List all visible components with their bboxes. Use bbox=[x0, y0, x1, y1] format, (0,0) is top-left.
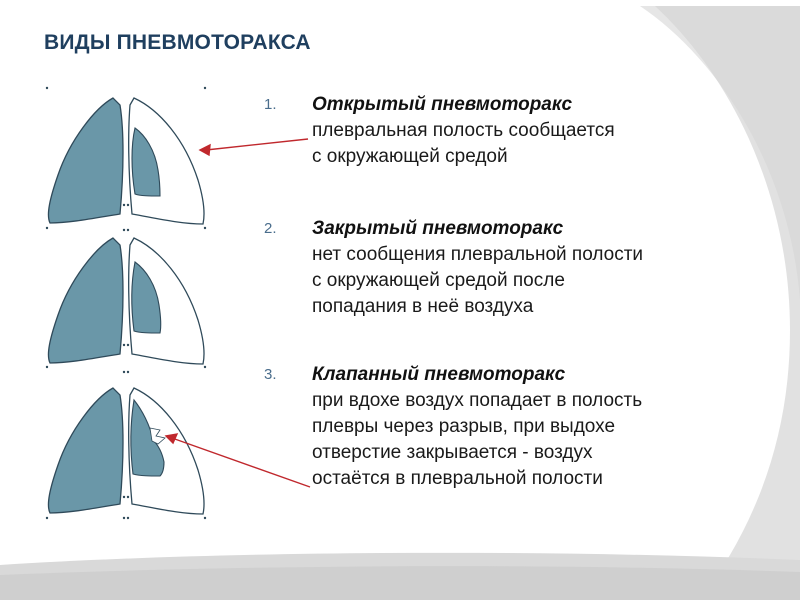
lung-diagram-closed bbox=[45, 237, 207, 374]
item-description-line: остаётся в плевральной полости bbox=[312, 468, 603, 489]
item-heading: Закрытый пневмоторакс bbox=[312, 218, 564, 239]
item-number: 2. bbox=[264, 220, 277, 237]
slide-title: ВИДЫ ПНЕВМОТОРАКСА bbox=[44, 31, 311, 54]
arrow-valve bbox=[164, 433, 311, 488]
item-description-line: нет сообщения плевральной полости bbox=[312, 244, 644, 265]
item-description-line: с окружающей средой bbox=[312, 146, 508, 167]
list-item-open: 1. Открытый пневмоторакс плевральная пол… bbox=[262, 92, 762, 170]
item-description-line: плевры через разрыв, при выдохе bbox=[312, 416, 616, 437]
item-description-line: при вдохе воздух попадает в полость bbox=[312, 390, 643, 411]
lung-diagram-open bbox=[45, 86, 207, 232]
arrow-open bbox=[198, 138, 309, 157]
item-number: 1. bbox=[264, 96, 277, 113]
lung-diagram-valve bbox=[45, 387, 207, 520]
item-description-line: отверстие закрывается - воздух bbox=[312, 442, 593, 463]
list-item-closed: 2. Закрытый пневмоторакс нет сообщения п… bbox=[262, 216, 762, 320]
item-number: 3. bbox=[264, 366, 277, 383]
list-item-valve: 3. Клапанный пневмоторакс при вдохе возд… bbox=[262, 362, 762, 492]
item-heading: Открытый пневмоторакс bbox=[312, 94, 573, 115]
item-description-line: плевральная полость сообщается bbox=[312, 120, 615, 141]
item-heading: Клапанный пневмоторакс bbox=[312, 364, 566, 385]
item-description-line: попадания в неё воздуха bbox=[312, 296, 534, 317]
item-description-line: с окружающей средой после bbox=[312, 270, 565, 291]
